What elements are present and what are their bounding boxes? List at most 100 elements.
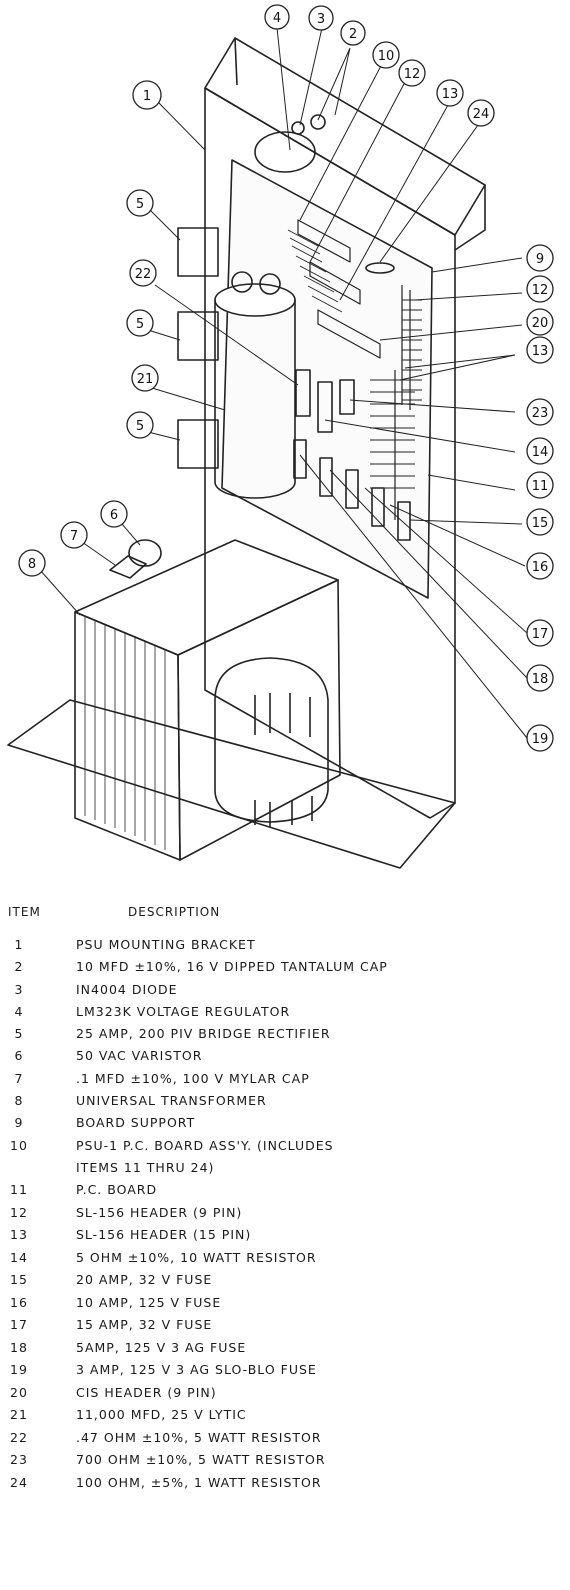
parts-row: 24 100 OHM, ±5%, 1 WATT RESISTOR — [8, 1475, 568, 1497]
item-description: 100 OHM, ±5%, 1 WATT RESISTOR — [76, 1475, 322, 1490]
callout-5b: 5 — [136, 317, 144, 332]
callout-23: 23 — [532, 406, 549, 421]
item-description: 15 AMP, 32 V FUSE — [76, 1317, 213, 1332]
parts-row: 16 10 AMP, 125 V FUSE — [8, 1295, 568, 1317]
parts-row: 8 UNIVERSAL TRANSFORMER — [8, 1093, 568, 1115]
item-number: 20 — [10, 1385, 28, 1400]
parts-row: 20 CIS HEADER (9 PIN) — [8, 1385, 568, 1407]
item-description-continued: ITEMS 11 THRU 24) — [76, 1160, 215, 1175]
item-description: 700 OHM ±10%, 5 WATT RESISTOR — [76, 1452, 326, 1467]
callout-5c: 5 — [136, 419, 144, 434]
item-description: 3 AMP, 125 V 3 AG SLO-BLO FUSE — [76, 1362, 317, 1377]
item-number: 12 — [10, 1205, 28, 1220]
callout-7: 7 — [70, 529, 78, 544]
callout-3: 3 — [317, 12, 325, 27]
item-number: 19 — [10, 1362, 28, 1377]
parts-row: 14 5 OHM ±10%, 10 WATT RESISTOR — [8, 1250, 568, 1272]
item-number: 16 — [10, 1295, 28, 1310]
item-number: 23 — [10, 1452, 28, 1467]
parts-row: 7.1 MFD ±10%, 100 V MYLAR CAP — [8, 1071, 568, 1093]
description-column-header: DESCRIPTION — [128, 905, 221, 919]
item-number: 8 — [14, 1093, 24, 1108]
callout-6: 6 — [110, 508, 118, 523]
item-number: 9 — [14, 1115, 24, 1130]
item-description: 5AMP, 125 V 3 AG FUSE — [76, 1340, 247, 1355]
pc-board — [221, 114, 433, 599]
parts-row: 21 11,000 MFD, 25 V LYTIC — [8, 1407, 568, 1429]
parts-row: 23 700 OHM ±10%, 5 WATT RESISTOR — [8, 1452, 568, 1474]
parts-row: 17 15 AMP, 32 V FUSE — [8, 1317, 568, 1339]
callout-24: 24 — [473, 107, 490, 122]
parts-row: 18 5AMP, 125 V 3 AG FUSE — [8, 1340, 568, 1362]
callout-12b: 12 — [404, 67, 421, 82]
item-number: 24 — [10, 1475, 28, 1490]
parts-row: 3 IN4004 DIODE — [8, 982, 568, 1004]
bridge-rectifiers — [177, 227, 219, 469]
callout-1: 1 — [143, 89, 151, 104]
item-number: 14 — [10, 1250, 28, 1265]
item-description: SL-156 HEADER (15 PIN) — [76, 1227, 252, 1242]
item-description: 5 OHM ±10%, 10 WATT RESISTOR — [76, 1250, 317, 1265]
item-number: 5 — [14, 1026, 24, 1041]
item-number: 11 — [10, 1182, 28, 1197]
callout-12a: 12 — [532, 283, 549, 298]
item-number: 21 — [10, 1407, 28, 1422]
parts-row: 22 .47 OHM ±10%, 5 WATT RESISTOR — [8, 1430, 568, 1452]
item-number: 6 — [14, 1048, 24, 1063]
callout-13b: 13 — [532, 344, 549, 359]
parts-row: 6 50 VAC VARISTOR — [8, 1048, 568, 1070]
callout-11: 11 — [532, 479, 549, 494]
item-description: P.C. BOARD — [76, 1182, 158, 1197]
parts-row: 12 SL-156 HEADER (9 PIN) — [8, 1205, 568, 1227]
callout-18: 18 — [532, 672, 549, 687]
item-description: .1 MFD ±10%, 100 V MYLAR CAP — [76, 1071, 310, 1086]
callout-14: 14 — [532, 445, 549, 460]
item-description: 11,000 MFD, 25 V LYTIC — [76, 1407, 247, 1422]
transformer — [74, 539, 341, 861]
item-description: LM323K VOLTAGE REGULATOR — [76, 1004, 291, 1019]
parts-row: 4 LM323K VOLTAGE REGULATOR — [8, 1004, 568, 1026]
item-number: 2 — [14, 959, 24, 974]
item-number: 13 — [10, 1227, 28, 1242]
exploded-assembly-diagram: 1 2 3 4 5 5 5 6 7 8 9 10 11 12 12 13 13 … — [7, 4, 554, 869]
callout-9: 9 — [536, 252, 544, 267]
item-description: 25 AMP, 200 PIV BRIDGE RECTIFIER — [76, 1026, 331, 1041]
callout-16: 16 — [532, 560, 549, 575]
item-number: 3 — [14, 982, 24, 997]
item-number: 18 — [10, 1340, 28, 1355]
item-description: .47 OHM ±10%, 5 WATT RESISTOR — [76, 1430, 322, 1445]
callout-8: 8 — [28, 557, 36, 572]
callout-17: 17 — [532, 627, 549, 642]
item-description: IN4004 DIODE — [76, 982, 178, 997]
item-description: 50 VAC VARISTOR — [76, 1048, 203, 1063]
item-number: 4 — [14, 1004, 24, 1019]
item-column-header: ITEM — [8, 905, 41, 919]
parts-row: 5 25 AMP, 200 PIV BRIDGE RECTIFIER — [8, 1026, 568, 1048]
item-number: 15 — [10, 1272, 28, 1287]
callout-22: 22 — [135, 267, 152, 282]
item-description: 20 AMP, 32 V FUSE — [76, 1272, 213, 1287]
item-description: SL-156 HEADER (9 PIN) — [76, 1205, 243, 1220]
callout-2: 2 — [349, 27, 357, 42]
callout-labels: 1 2 3 4 5 5 5 6 7 8 9 10 11 12 12 13 13 … — [28, 11, 548, 747]
callout-20: 20 — [532, 316, 549, 331]
item-description: UNIVERSAL TRANSFORMER — [76, 1093, 267, 1108]
callout-10: 10 — [378, 49, 395, 64]
callout-15: 15 — [532, 516, 549, 531]
item-number: 17 — [10, 1317, 28, 1332]
item-number: 10 — [10, 1138, 28, 1153]
callout-5a: 5 — [136, 197, 144, 212]
callout-4: 4 — [273, 11, 281, 26]
parts-row: 15 20 AMP, 32 V FUSE — [8, 1272, 568, 1294]
parts-row: 19 3 AMP, 125 V 3 AG SLO-BLO FUSE — [8, 1362, 568, 1384]
item-number: 22 — [10, 1430, 28, 1445]
parts-row: 13 SL-156 HEADER (15 PIN) — [8, 1227, 568, 1249]
parts-row: 9 BOARD SUPPORT — [8, 1115, 568, 1137]
item-description: 10 AMP, 125 V FUSE — [76, 1295, 222, 1310]
item-description: BOARD SUPPORT — [76, 1115, 196, 1130]
item-description: PSU MOUNTING BRACKET — [76, 937, 256, 952]
item-description: CIS HEADER (9 PIN) — [76, 1385, 217, 1400]
